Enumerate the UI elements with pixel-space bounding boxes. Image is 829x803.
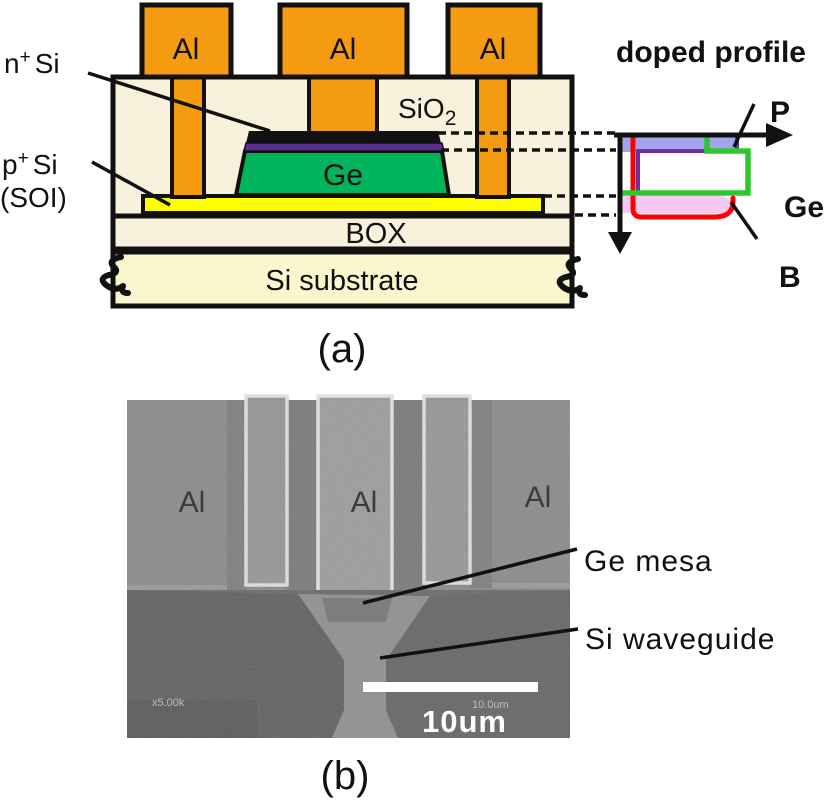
al-via-right	[475, 75, 511, 199]
n-si-label: n+Si	[4, 47, 60, 79]
p-leader-line	[732, 103, 756, 148]
al-via-middle	[307, 75, 379, 136]
substrate-break-left	[99, 254, 131, 296]
b-leader-line	[729, 200, 759, 241]
doped-profile-title: doped profile	[616, 36, 806, 69]
si-substrate	[110, 249, 575, 309]
n-si-leader-line	[87, 71, 271, 133]
concentration-axis-arrowhead	[766, 123, 793, 147]
panel-a: Al Al Al Ge SiO2 BOX Si substrate n+Si p…	[0, 2, 588, 371]
sio2-label-sub: 2	[445, 107, 457, 130]
sio2-label: SiO2	[398, 93, 456, 130]
depth-axis-arrowhead	[608, 232, 632, 254]
al-via-left	[170, 75, 206, 199]
sio2-label-base: SiO	[398, 93, 445, 124]
al-pad-right	[445, 2, 543, 80]
p-si-leader-line	[91, 160, 171, 207]
ge-mesa-annotation-label: Ge mesa	[584, 545, 713, 578]
mesa-top-contact	[246, 131, 441, 143]
panel-b-annotations: Ge mesa Si waveguide (b)	[321, 545, 775, 798]
al-pad-left	[139, 2, 234, 80]
si-waveguide-annotation-label: Si waveguide	[585, 623, 775, 656]
n-si-label-sup: +	[20, 47, 31, 68]
n-si-label-base: n	[4, 48, 20, 79]
doped-profile: doped profile P Ge B	[438, 36, 824, 294]
p-si-label-sup: +	[18, 148, 29, 169]
sem-magnification: x5.00k	[152, 697, 185, 709]
p-series-label: P	[770, 96, 790, 129]
b-doping-region	[622, 196, 731, 213]
n-si-label-rest: Si	[35, 48, 60, 79]
al-pad-left-label: Al	[173, 33, 200, 66]
al-pad-middle-label: Al	[330, 33, 357, 66]
b-profile-line	[630, 133, 736, 220]
si-waveguide-annotation-line	[379, 627, 579, 660]
caption-a: (a)	[318, 327, 367, 371]
substrate-label: Si substrate	[265, 265, 418, 297]
caption-b: (b)	[321, 754, 370, 798]
ge-profile-line	[621, 135, 751, 196]
ge-mesa-label: Ge	[323, 159, 363, 192]
soi-label: (SOI)	[0, 182, 67, 213]
sem-al-left-label: Al	[179, 486, 206, 519]
ge-mesa-annotation-line	[362, 547, 578, 605]
p-si-label: p+Si	[2, 148, 58, 180]
sem-al-middle-label: Al	[351, 486, 378, 519]
box-layer	[110, 213, 575, 252]
ge-series-label: Ge	[784, 191, 824, 224]
al-pad-middle	[277, 2, 410, 80]
b-series-label: B	[779, 261, 801, 294]
box-label: BOX	[345, 218, 406, 250]
p-si-label-base: p	[2, 149, 18, 180]
al-pad-right-label: Al	[480, 33, 507, 66]
sem-scalebar-label: 10um	[422, 704, 507, 739]
sem-scalebar-value: 10.0um	[472, 699, 509, 711]
sem-al-right-label: Al	[525, 481, 552, 514]
n-ge-purple-layer	[243, 142, 445, 152]
p-si-label-rest: Si	[33, 149, 58, 180]
sem-scalebar	[363, 682, 538, 692]
substrate-break-right	[556, 256, 588, 298]
